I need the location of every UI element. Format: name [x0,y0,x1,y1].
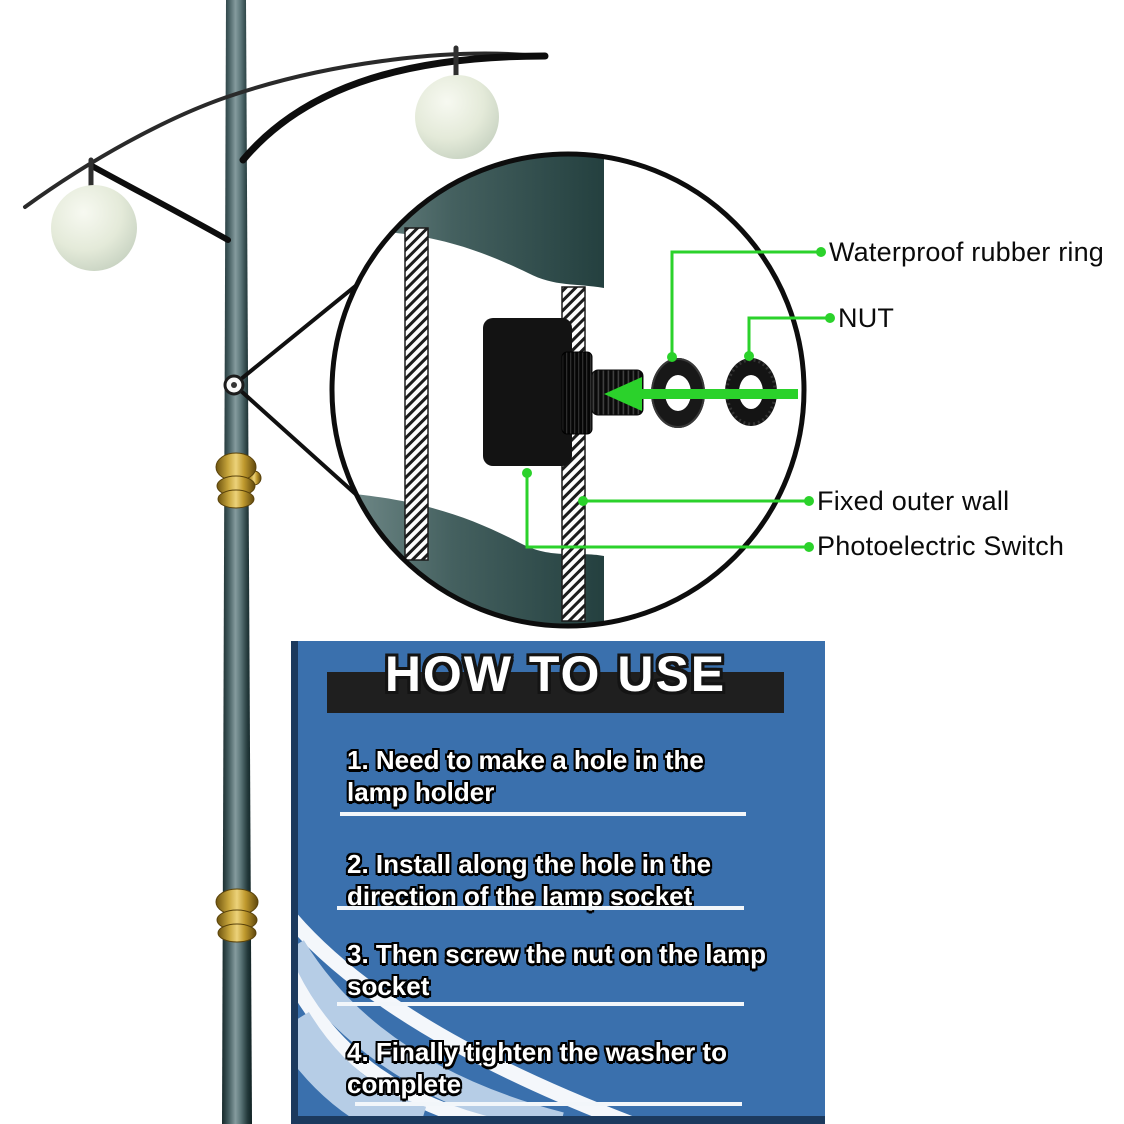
lamp-pole [222,0,252,1124]
panel-bottom-border [291,1116,825,1124]
photoelectric-switch-body [483,318,572,466]
step-1-underline [340,812,746,816]
gold-collar-lower [215,888,259,943]
step-3: 3. Then screw the nut on the lamp socket [347,939,766,1001]
magnifier-source-dot [223,374,245,396]
step-3-underline [337,1002,744,1006]
step-2-underline [337,906,744,910]
callout-dots [522,247,835,552]
label-photoelectric-switch: Photoelectric Switch [817,531,1065,561]
step-2: 2. Install along the hole in the directi… [347,849,712,911]
install-direction-arrow [604,377,798,411]
step-4: 4. Finally tighten the washer to complet… [347,1037,727,1099]
label-nut: NUT [838,303,895,333]
title-bar [327,672,784,713]
globe-lamp-right [415,75,499,159]
magnifier-circle-outline [329,151,807,629]
how-to-use-panel: HOW TO USE 1. Need to make a hole in the… [291,641,825,1124]
gold-collar-upper [215,452,262,509]
panel-left-border [291,641,298,1124]
wall-section-left [404,227,429,561]
globe-lamp-left [51,185,137,271]
step-4-underline [355,1102,742,1106]
label-fixed-outer-wall: Fixed outer wall [817,486,1010,516]
panel-title: HOW TO USE [384,646,727,702]
step-1: 1. Need to make a hole in the lamp holde… [347,745,704,807]
lamp-arms [23,45,549,243]
switch-knurled-collar [561,351,593,435]
label-waterproof-rubber-ring: Waterproof rubber ring [829,237,1105,267]
callout-lines [525,250,830,549]
